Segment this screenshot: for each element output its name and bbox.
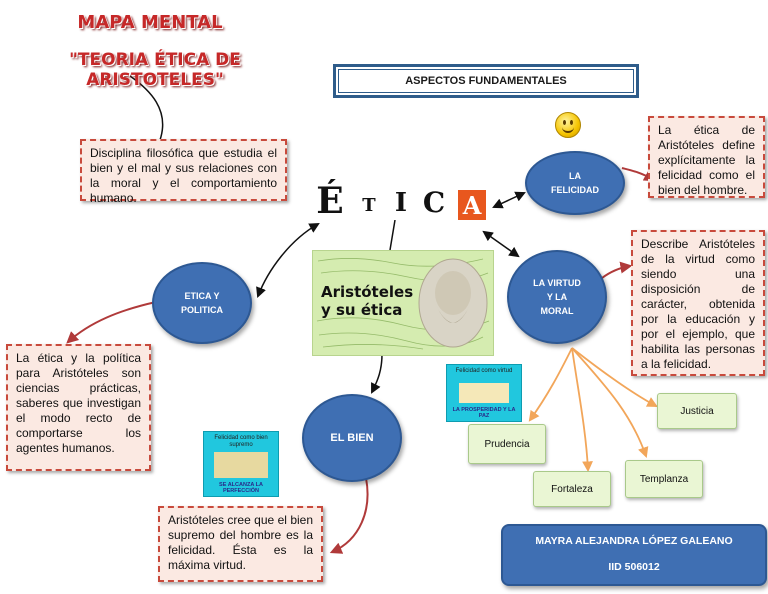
card-virtud-footer: LA PROSPERIDAD Y LA PAZ (452, 407, 516, 419)
virtue-prudencia: Prudencia (468, 424, 546, 464)
aspects-header: ASPECTOS FUNDAMENTALES (333, 64, 639, 98)
node-el-bien: EL BIEN (302, 394, 402, 482)
image-caption-line1: Aristóteles (321, 283, 414, 301)
node-politica-line2: POLITICA (181, 305, 223, 315)
node-felicidad: LA FELICIDAD (525, 151, 625, 215)
branch-templanza (571, 347, 649, 459)
card-virtud-caption: Felicidad como virtud (455, 368, 513, 374)
aristotle-image: Aristóteles y su ética (312, 250, 494, 356)
bien-note: Aristóteles cree que el bien supremo del… (158, 506, 323, 582)
map-title: MAPA MENTAL (77, 12, 223, 33)
node-virtud-line1: LA VIRTUD (533, 278, 581, 288)
branch-justicia (571, 347, 658, 408)
arrow-etica-felicidad (492, 191, 526, 209)
card-felicidad-virtud: Felicidad como virtud LA PROSPERIDAD Y L… (446, 364, 522, 422)
branch-prudencia (528, 347, 573, 422)
virtud-note: Describe Aristóteles de la virtud como s… (631, 230, 765, 376)
image-caption: Aristóteles y su ética (321, 283, 413, 319)
author-id: IID 506012 (608, 561, 660, 573)
definition-note: Disciplina filosófica que estudia el bie… (80, 139, 287, 205)
author-box: MAYRA ALEJANDRA LÓPEZ GALEANO IID 506012 (501, 524, 767, 586)
card-bien-supremo: Felicidad como bien supremo SE ALCANZA L… (203, 431, 279, 497)
image-caption-line2: y su ética (321, 301, 403, 319)
arrow-politica-note (66, 301, 157, 344)
virtue-fortaleza: Fortaleza (533, 471, 611, 507)
node-felicidad-line2: FELICIDAD (551, 185, 599, 195)
node-politica-line1: ETICA Y (184, 291, 220, 301)
etica-letter-t: T (358, 192, 380, 218)
virtue-justicia: Justicia (657, 393, 737, 429)
author-name: MAYRA ALEJANDRA LÓPEZ GALEANO (535, 535, 733, 547)
node-virtud-moral: LA VIRTUD Y LA MORAL (507, 250, 607, 344)
etica-letter-a: A (458, 190, 486, 220)
map-subtitle: "TEORIA ÉTICA DE ARISTOTELES" (69, 50, 241, 90)
arrow-bien-note (329, 477, 369, 554)
virtue-templanza: Templanza (625, 460, 703, 498)
branch-fortaleza (571, 347, 593, 473)
etica-letter-c: C (418, 184, 450, 220)
node-felicidad-line1: LA (569, 171, 581, 181)
node-etica-politica: ETICA Y POLITICA (152, 262, 252, 344)
card-bien-picture (214, 452, 268, 478)
card-bien-footer: SE ALCANZA LA PERFECCIÓN (219, 482, 263, 494)
arrow-etica-politica (256, 222, 320, 298)
etica-letter-i: I (390, 186, 412, 220)
etica-image-connector (389, 219, 396, 251)
politica-note: La ética y la política para Aristóteles … (6, 344, 151, 471)
arrow-virtud-note (601, 261, 633, 279)
smiley-icon (555, 112, 581, 138)
card-bien-caption: Felicidad como bien supremo (214, 435, 268, 448)
node-virtud-line2: Y LA (546, 292, 568, 302)
etica-word: É T I C A (312, 178, 492, 226)
etica-letter-e: É (312, 180, 348, 222)
card-virtud-picture (459, 383, 509, 403)
arrow-image-bien (371, 353, 383, 394)
felicidad-note: La ética de Aristóteles define explícita… (648, 116, 765, 198)
node-virtud-line3: MORAL (540, 306, 574, 316)
arrow-etica-virtud (482, 230, 520, 258)
node-bien-label: EL BIEN (330, 432, 374, 444)
title-connector (129, 75, 164, 141)
